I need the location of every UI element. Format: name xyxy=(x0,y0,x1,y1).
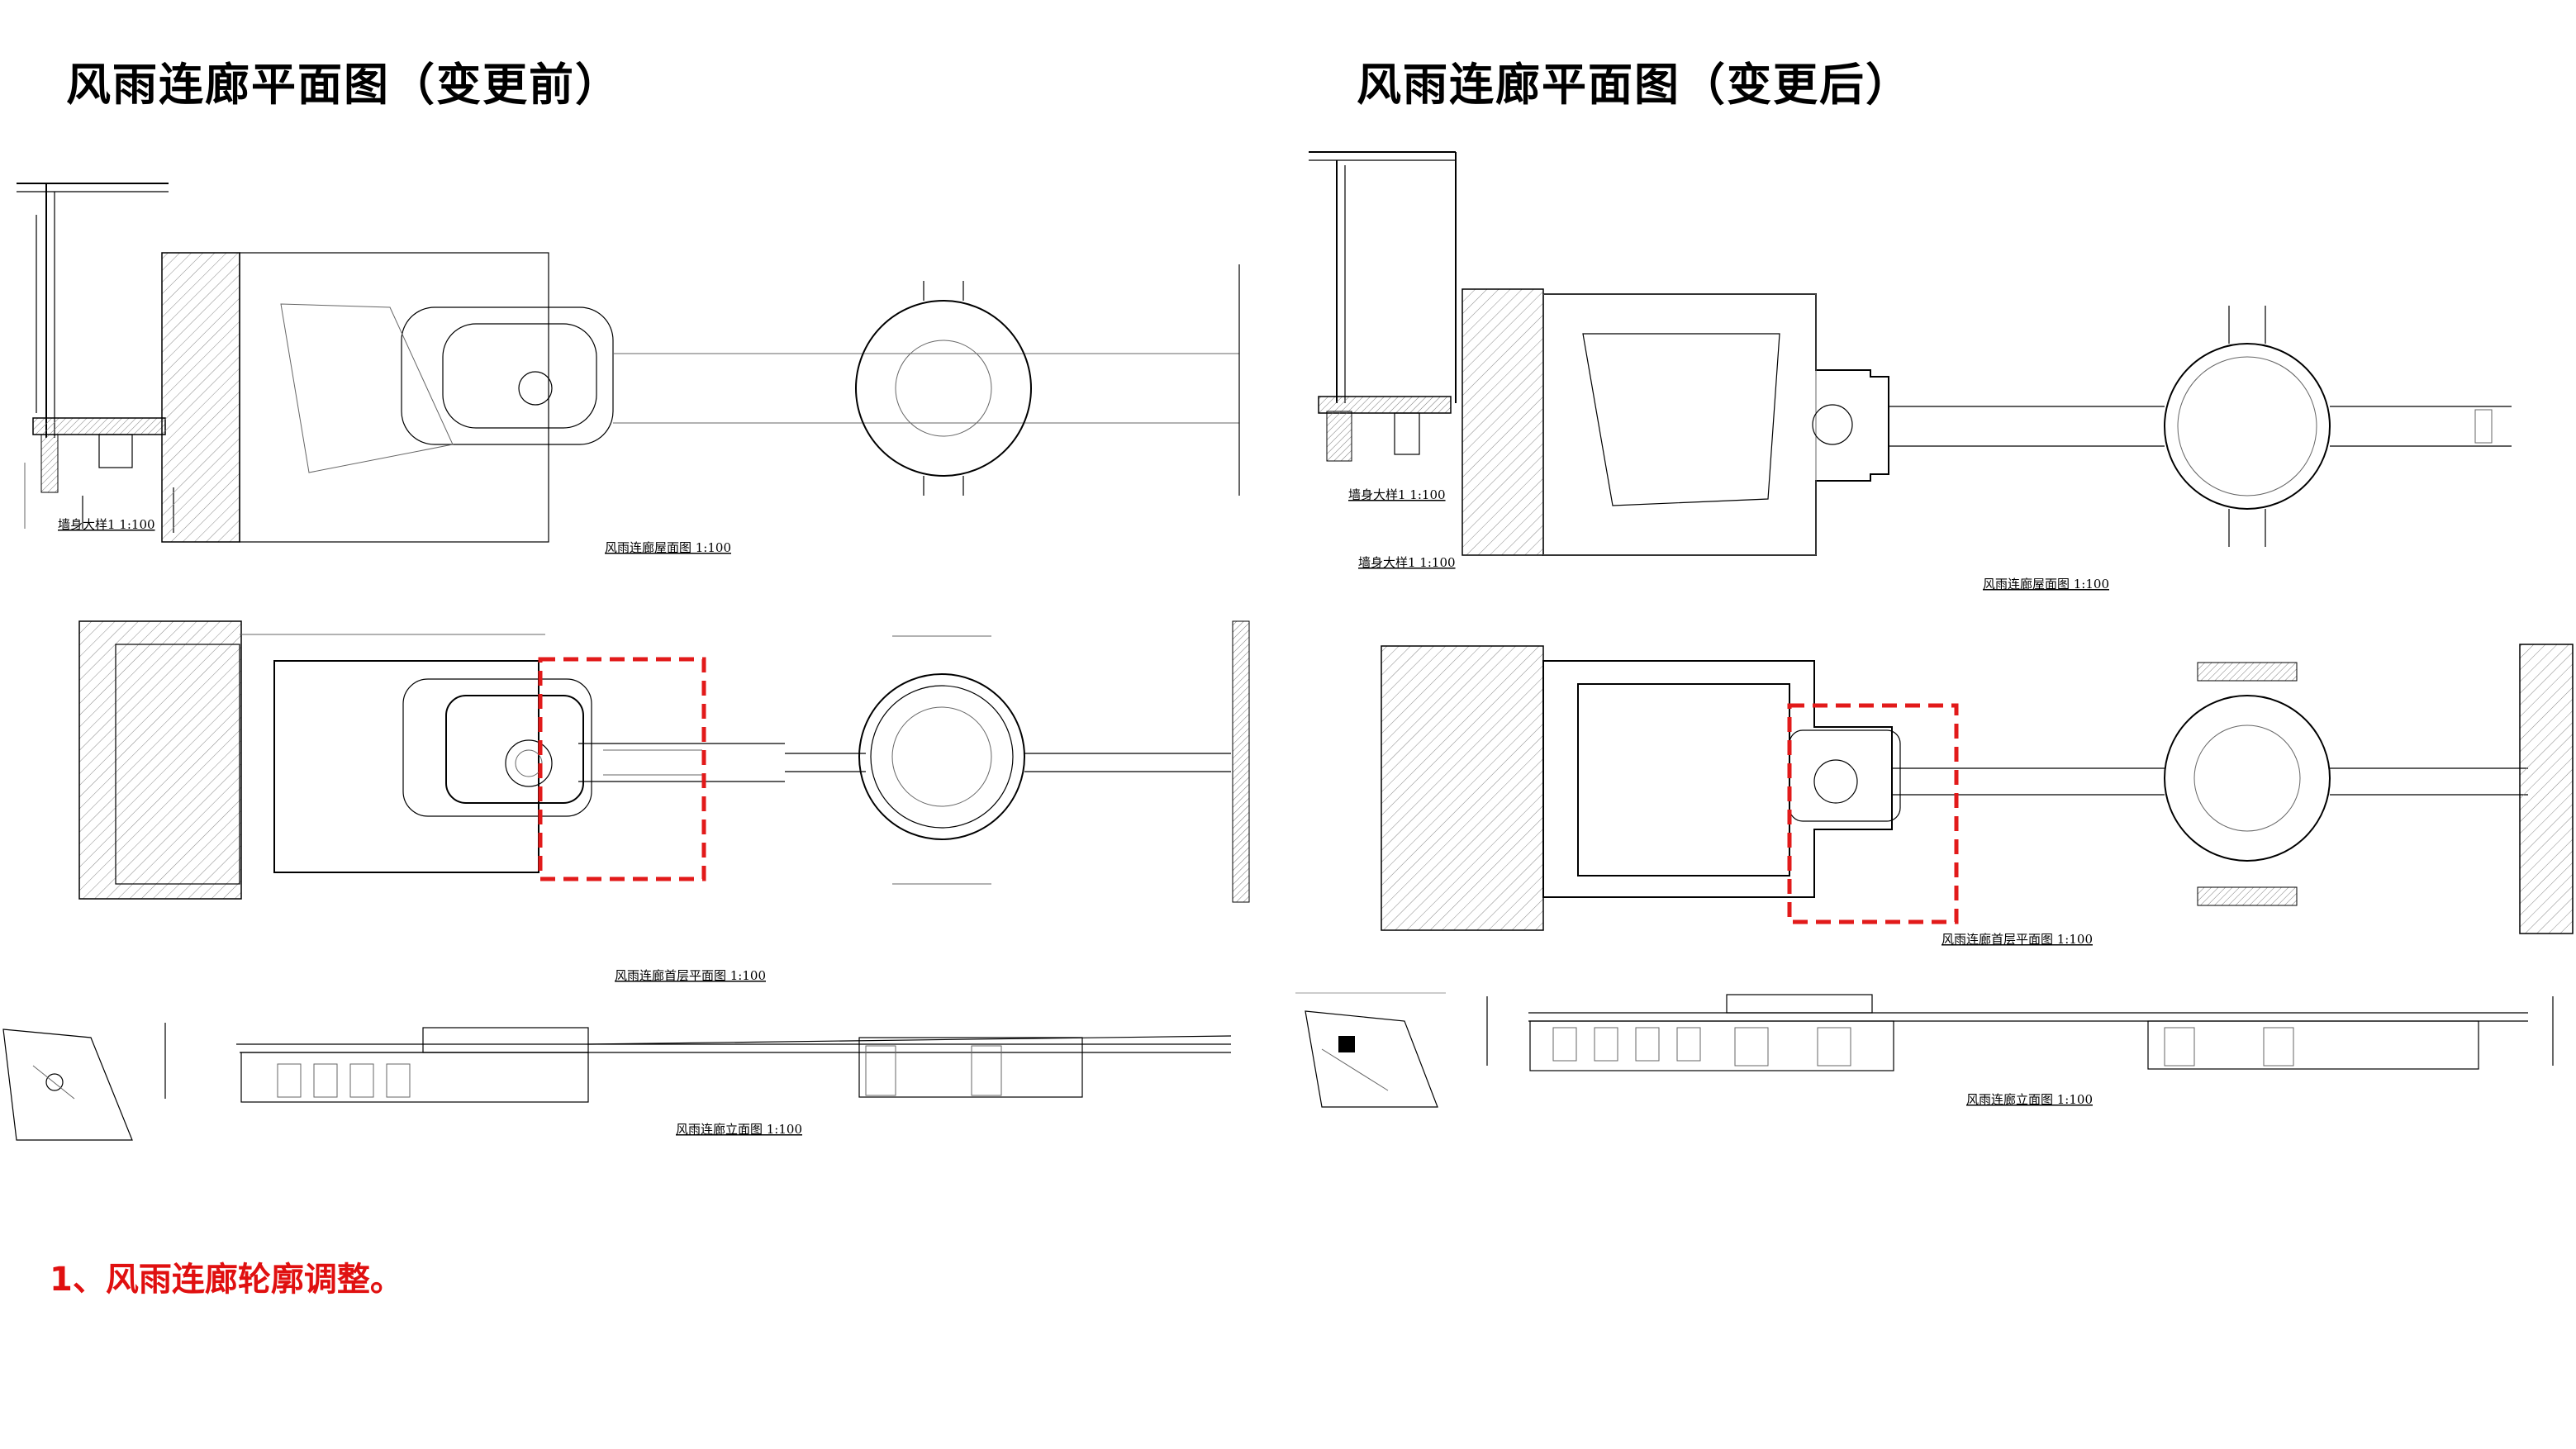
after-roof-caption: 风雨连廊屋面图 1:100 xyxy=(1983,577,2109,591)
after-elevation xyxy=(1295,992,2554,1108)
before-roof-plan xyxy=(161,252,1240,543)
before-ground-caption: 风雨连廊首层平面图 1:100 xyxy=(615,968,766,983)
after-wall-detail xyxy=(1309,151,1457,462)
after-roof-plan xyxy=(1461,288,2512,556)
before-ground-plan xyxy=(78,620,1250,903)
before-roof-caption: 风雨连廊屋面图 1:100 xyxy=(605,540,731,555)
before-wall-detail xyxy=(17,183,174,533)
title-after: 风雨连廊平面图（变更后） xyxy=(1357,59,1912,111)
after-ground-caption: 风雨连廊首层平面图 1:100 xyxy=(1942,932,2093,947)
after-elevation-caption: 风雨连廊立面图 1:100 xyxy=(1966,1092,2093,1107)
before-change-highlight xyxy=(538,657,706,881)
before-elevation xyxy=(2,1023,1232,1141)
after-change-highlight xyxy=(1787,703,1959,924)
before-wall-detail-caption: 墙身大样1 1:100 xyxy=(58,517,155,532)
after-wall-detail-caption-a: 墙身大样1 1:100 xyxy=(1348,487,1446,502)
after-wall-detail-caption-b: 墙身大样1 1:100 xyxy=(1358,555,1456,570)
change-note: 1、风雨连廊轮廓调整。 xyxy=(50,1261,403,1299)
title-before: 风雨连廊平面图（变更前） xyxy=(66,59,621,111)
after-ground-plan xyxy=(1381,644,2574,934)
before-elevation-caption: 风雨连廊立面图 1:100 xyxy=(676,1122,802,1137)
